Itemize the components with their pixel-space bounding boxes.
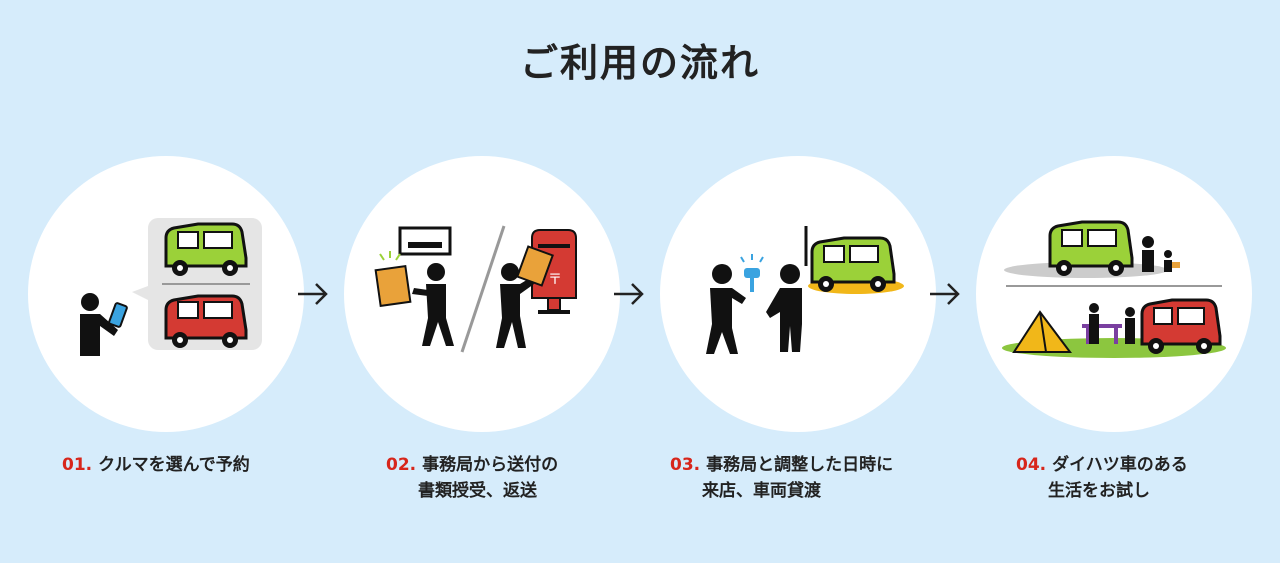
car-icon [1048,220,1134,276]
step-4-caption: 04.ダイハツ車のある 生活をお試し [1016,452,1280,504]
tent-icon [1012,310,1072,353]
step-number: 01. [62,455,93,475]
person-with-phone-icon [80,293,128,356]
step-text: クルマを選んで予約 [98,455,250,475]
step-1-caption: 01.クルマを選んで予約 [62,452,362,478]
svg-text:〒: 〒 [548,272,562,288]
step-4-illustration [976,156,1252,432]
car-icon [164,294,248,348]
step-text: 事務局と調整した日時に [706,455,894,475]
step-text-line2: 生活をお試し [1048,481,1150,501]
step-3-caption: 03.事務局と調整した日時に 来店、車両貸渡 [670,452,970,504]
step-text-line2: 書類授受、返送 [418,481,537,501]
car-icon [1140,298,1222,354]
car-icon [810,236,896,292]
envelope-icon [374,251,412,308]
step-2-illustration: 〒 [344,156,620,432]
arrow-right-icon [614,283,644,305]
page-title: ご利用の流れ [519,41,760,85]
step-text: 事務局から送付の [422,455,559,475]
step-number: 04. [1016,455,1047,475]
step-number: 03. [670,455,701,475]
step-number: 02. [386,455,417,475]
car-icon [164,222,248,276]
step-text: ダイハツ車のある [1052,455,1188,475]
step-1-illustration [28,156,304,432]
arrow-right-icon [930,283,960,305]
arrow-right-icon [298,283,328,305]
key-icon [740,254,764,292]
step-3-illustration [660,156,936,432]
step-2-caption: 02.事務局から送付の 書類授受、返送 [386,452,686,504]
step-text-line2: 来店、車両貸渡 [702,481,821,501]
